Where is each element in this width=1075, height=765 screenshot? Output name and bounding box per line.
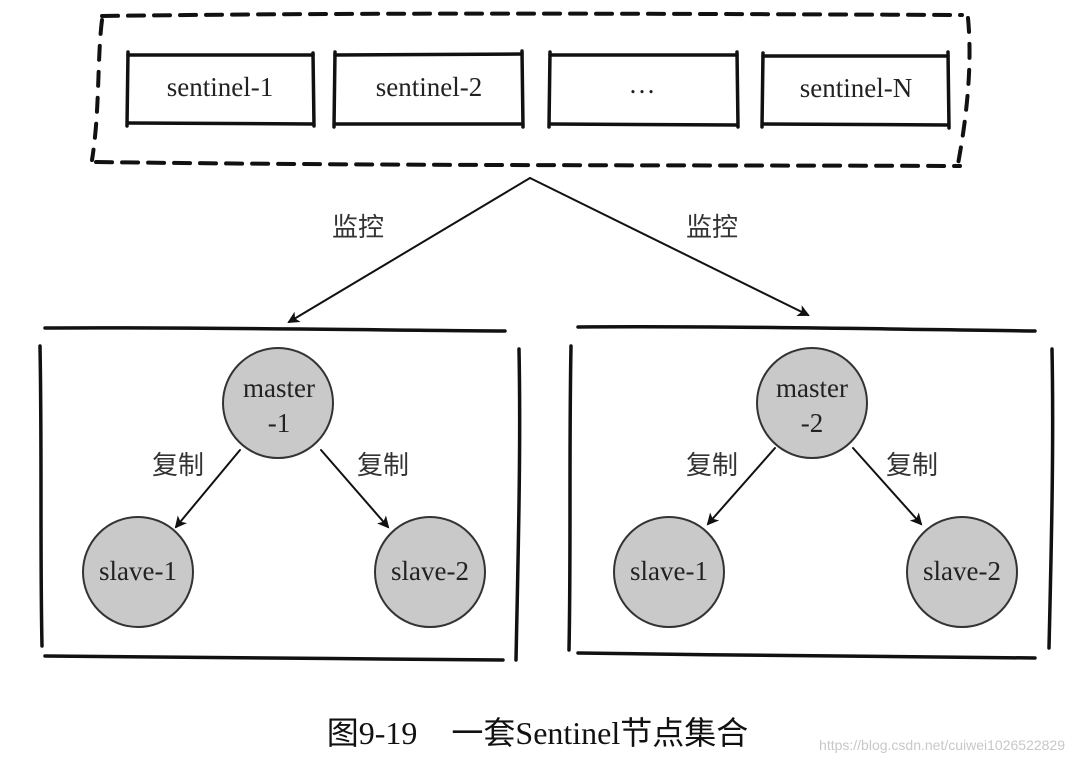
replicate-label: 复制 [357,451,409,481]
redis-group-2: 复制 复制 master -2 slave-1 slave-2 [567,325,1055,660]
monitor-label: 监控 [686,213,738,243]
sentinel-set-container [90,11,972,168]
slave-label: slave-1 [99,556,177,586]
group-frame [567,325,1055,660]
figure-title: 一套Sentinel节点集合 [451,715,749,751]
slave-node: slave-2 [374,516,486,628]
sentinel-node-label: sentinel-2 [376,72,482,102]
replicate-label: 复制 [686,451,738,481]
sentinel-node-label: sentinel-1 [167,72,273,102]
master-node: master -1 [222,347,334,459]
watermark: https://blog.csdn.net/cuiwei1026522829 [819,737,1065,753]
monitor-arrow-left: 监控 [287,177,531,324]
group-frame [38,326,522,662]
slave-node: slave-1 [613,516,725,628]
slave-node: slave-1 [82,516,194,628]
monitor-label: 监控 [332,213,384,243]
figure-caption: 图9-19 一套Sentinel节点集合 [0,708,1075,754]
slave-label: slave-2 [391,556,469,586]
slave-label: slave-2 [923,556,1001,586]
master-label-line2: -2 [801,408,824,438]
master-label-line1: master [776,373,848,403]
replicate-label: 复制 [886,451,938,481]
sentinel-node-2: sentinel-2 [332,49,525,129]
sentinel-node-1: sentinel-1 [125,50,316,128]
master-label-line2: -1 [268,408,291,438]
sentinel-node-n: sentinel-N [760,50,951,130]
sentinel-node-label: … [629,69,656,99]
monitor-arrow-right: 监控 [529,177,810,316]
master-label-line1: master [243,373,315,403]
master-node: master -2 [756,347,868,459]
redis-group-1: 复制 复制 master -1 slave-1 slave-2 [38,326,522,662]
slave-node: slave-2 [906,516,1018,628]
figure-number: 图9-19 [326,715,418,751]
slave-label: slave-1 [630,556,708,586]
replicate-label: 复制 [152,451,204,481]
sentinel-node-label: sentinel-N [800,73,912,103]
sentinel-node-ellipsis: … [547,50,740,129]
